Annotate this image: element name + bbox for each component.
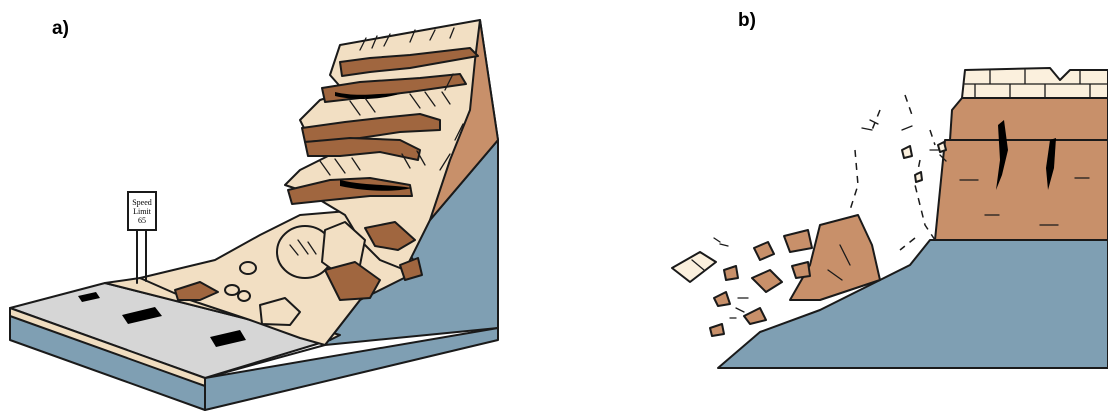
pebble xyxy=(240,262,256,274)
cliff-middle-layer xyxy=(950,98,1108,140)
falling-fragments xyxy=(862,120,946,182)
panel-b-label: b) xyxy=(738,10,756,31)
rock xyxy=(710,324,724,336)
sign-text-line1: Speed xyxy=(132,198,152,207)
cap-rock xyxy=(962,68,1108,98)
sign-text-line3: 65 xyxy=(138,216,146,225)
rock xyxy=(724,266,738,280)
rock xyxy=(714,292,730,306)
rock xyxy=(672,252,716,282)
rock xyxy=(744,308,766,324)
rock xyxy=(754,242,774,260)
sign-text-line2: Limit xyxy=(133,207,152,216)
speed-limit-sign: Speed Limit 65 xyxy=(128,192,156,283)
panel-a: a) xyxy=(10,18,498,410)
cliff-lower-layer xyxy=(935,140,1108,240)
rock xyxy=(752,270,782,292)
panel-b: b) xyxy=(672,10,1108,368)
ground-slope xyxy=(718,240,1108,368)
pebble xyxy=(238,291,250,301)
panel-a-label: a) xyxy=(52,18,69,39)
pebble xyxy=(225,285,239,295)
rock xyxy=(792,262,810,278)
rock xyxy=(784,230,812,252)
